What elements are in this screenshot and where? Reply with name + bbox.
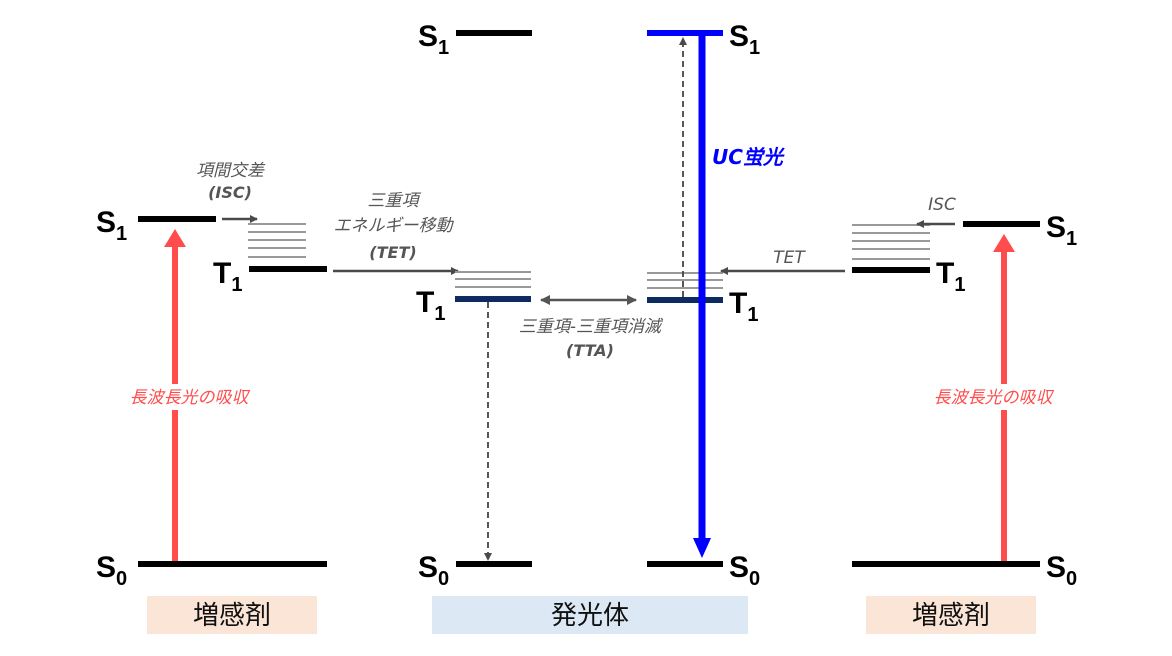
emitter-left-t1-label: T1 [416,286,445,325]
sensitizer-box-right: 増感剤 [866,596,1036,634]
emitter-left-s1-label: S1 [418,20,449,59]
right-absorption-label: 長波長光の吸収 [934,388,1055,408]
sensitizer-label-left: 増感剤 [193,601,271,631]
left-isc-label-1: 項間交差 [196,161,266,181]
uc-emission-label: UC蛍光 [712,145,785,169]
right-tet-label: TET [773,248,806,268]
left-tet-label-2: エネルギー移動 [334,216,455,236]
right-vibrational-levels [852,224,930,260]
left-vibrational-levels [248,223,306,258]
left-tet-label-1: 三重項 [368,191,422,211]
emitter-right-s0-label: S0 [729,551,760,590]
emitter-right-vibrational-levels [647,272,723,289]
tta-label-2: (TTA) [566,341,614,360]
right-s0-label: S0 [1046,551,1077,590]
emitter-right-s1-label: S1 [729,20,760,59]
left-t1-label: T1 [213,257,242,296]
right-t1-label: T1 [936,257,965,296]
emitter-left-s0-label: S0 [418,551,449,590]
left-s1-label: S1 [96,206,127,245]
left-absorption-label: 長波長光の吸収 [130,388,251,408]
right-isc-label: ISC [928,195,956,215]
left-tet-label-3: (TET) [369,243,416,262]
sensitizer-box-left: 増感剤 [147,596,317,634]
right-s1-label: S1 [1046,211,1077,250]
emitter-left-vibrational-levels [455,271,531,288]
left-isc-label-2: (ISC) [208,183,252,202]
emitter-right-t1-label: T1 [729,287,758,326]
emitter-label: 発光体 [551,601,629,631]
tta-label-1: 三重項-三重項消滅 [519,317,664,337]
emitter-box: 発光体 [432,596,748,634]
left-s0-label: S0 [96,551,127,590]
sensitizer-label-right: 増感剤 [912,601,990,631]
